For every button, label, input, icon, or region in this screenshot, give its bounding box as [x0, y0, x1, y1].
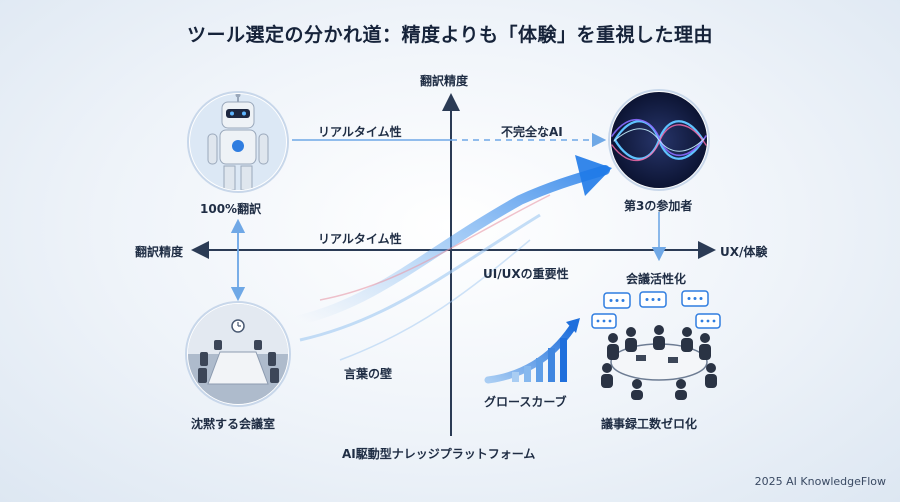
label-realtime-mid: リアルタイム性 — [318, 232, 402, 246]
page-title: ツール選定の分かれ道：精度よりも「体験」を重視した理由 — [186, 24, 714, 46]
node-label-third-participant: 第3の参加者 — [624, 199, 693, 213]
speech-bubble-icon — [591, 290, 721, 329]
node-label-silent-room: 沈黙する会議室 — [191, 417, 276, 431]
label-growth-curve: グロースカーブ — [484, 395, 567, 409]
label-language-wall: 言葉の壁 — [344, 367, 393, 381]
axis-label-top: 翻訳精度 — [420, 74, 469, 88]
label-imperfect-ai: 不完全なAI — [501, 125, 563, 139]
team-meeting-icon — [591, 290, 721, 400]
footer-credit: 2025 AI KnowledgeFlow — [754, 475, 886, 488]
axis-label-right: UX/体験 — [720, 245, 768, 259]
growth-bars-icon — [484, 318, 580, 384]
node-label-meeting: 議事録工数ゼロ化 — [601, 417, 698, 431]
infinity-wave-icon — [608, 89, 710, 191]
axis-label-bottom: AI駆動型ナレッジプラットフォーム — [342, 447, 536, 461]
label-meeting-activation: 会議活性化 — [626, 272, 687, 286]
axis-label-left: 翻訳精度 — [135, 245, 184, 259]
label-realtime-top: リアルタイム性 — [318, 125, 402, 139]
swoosh-arrow-icon — [295, 155, 612, 361]
meeting-room-icon — [185, 301, 291, 407]
robot-icon — [187, 91, 289, 193]
node-label-robot: 100%翻訳 — [200, 202, 262, 216]
label-uiux-importance: UI/UXの重要性 — [483, 267, 569, 281]
